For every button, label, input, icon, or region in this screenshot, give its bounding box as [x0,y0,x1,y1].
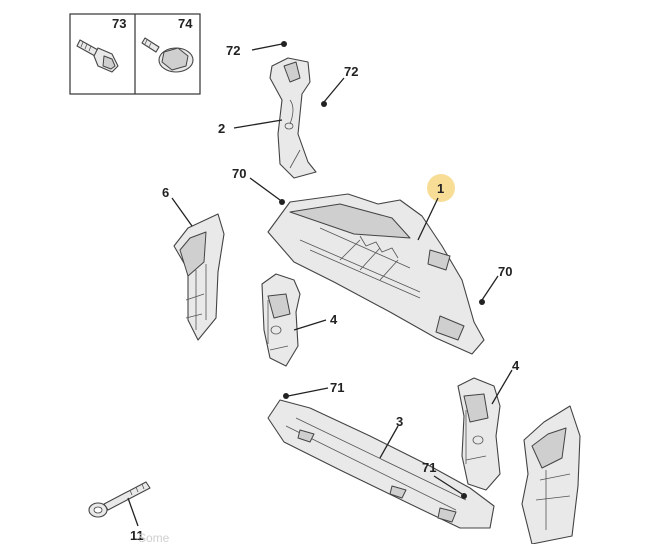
bolt-72-right [321,101,327,107]
callout-70-left: 70 [232,166,246,181]
callout-71-right: 71 [422,460,436,475]
highlight-marker [427,174,455,202]
callout-2: 2 [218,121,225,136]
fastener-points [279,41,485,499]
callout-70-right: 70 [498,264,512,279]
watermark-text: Some [138,531,170,544]
callout-11: 11 [130,528,144,543]
bolt-70-left [279,199,285,205]
bolt-71-right [461,493,467,499]
callout-71-left: 71 [330,380,344,395]
leader-lines [127,43,513,527]
bolt-70-right [479,299,485,305]
bracket-part-2 [269,57,317,179]
callout-6: 6 [162,185,169,200]
callout-72-right: 72 [344,64,358,79]
right-lower-panel [521,405,581,544]
bolt-72-top [281,41,287,47]
callout-74: 74 [178,16,193,31]
callout-1: 1 [437,181,444,196]
tow-eye-part-11 [88,481,151,518]
right-support-part-4 [457,377,501,491]
lower-crossmember-part-3 [267,399,495,529]
left-side-panel-part-6 [173,213,225,341]
callout-4-right: 4 [512,358,520,373]
bolt-73-icon [76,39,119,73]
fastener-legend-box: 73 74 [69,13,201,95]
left-support-part-4 [261,273,301,367]
callout-73: 73 [112,16,126,31]
bolt-74-icon [141,37,194,73]
callout-labels: 72 72 2 70 1 6 70 4 4 71 3 71 11 [130,43,520,543]
upper-crossmember-part-1 [267,193,485,355]
callout-3: 3 [396,414,403,429]
callout-72-top: 72 [226,43,240,58]
bolt-71-left [283,393,289,399]
callout-4-left: 4 [330,312,338,327]
